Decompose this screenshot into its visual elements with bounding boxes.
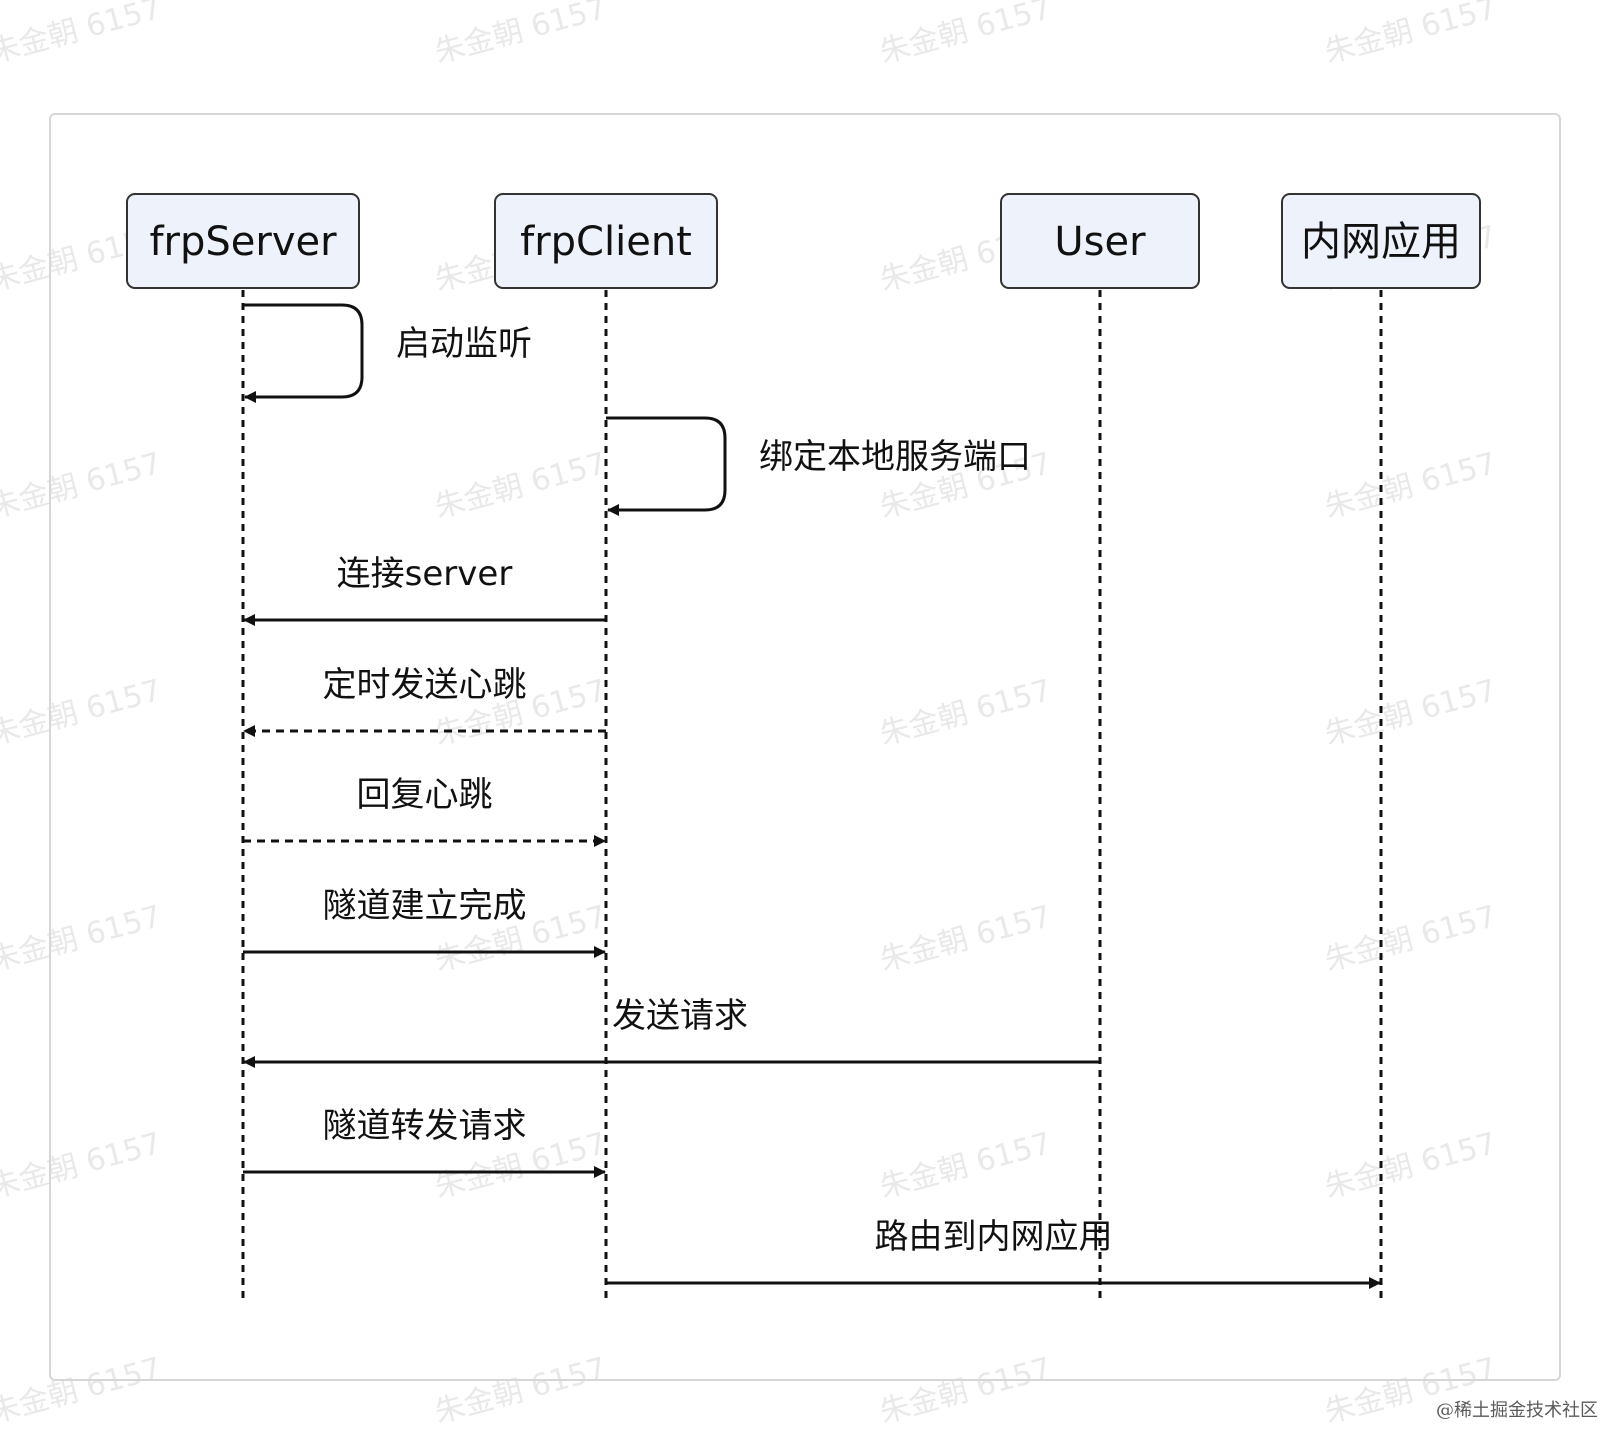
- message-7: 发送请求: [243, 996, 1100, 1068]
- message-9: 路由到内网应用: [606, 1217, 1381, 1289]
- footer-watermark: @稀土掘金技术社区: [1436, 1400, 1598, 1421]
- participant-layer: frpServer frpClient User 内网应用: [126, 193, 1481, 289]
- message-8: 隧道转发请求: [243, 1106, 606, 1178]
- diagram-frame: [49, 113, 1561, 1381]
- message-5: 回复心跳: [243, 775, 606, 847]
- message-label: 路由到内网应用: [875, 1217, 1113, 1257]
- participant-frpClient: frpClient: [494, 193, 718, 289]
- message-3: 连接server: [243, 554, 606, 626]
- self-message-arrow: [606, 416, 727, 516]
- message-label: 定时发送心跳: [323, 665, 527, 705]
- participant-label: User: [1054, 219, 1146, 265]
- message-1: 启动监听: [243, 303, 532, 403]
- participant-box: [494, 193, 718, 289]
- participant-frpServer: frpServer: [126, 193, 360, 289]
- self-message-arrow: [243, 303, 364, 403]
- participant-label: frpClient: [520, 219, 692, 265]
- message-label: 发送请求: [612, 996, 748, 1036]
- message-label: 启动监听: [396, 324, 532, 364]
- participant-box: [1000, 193, 1200, 289]
- participant-box: [1281, 193, 1481, 289]
- participant-box: [126, 193, 360, 289]
- message-label: 隧道转发请求: [323, 1106, 527, 1146]
- watermark-text: 朱金朝 6157: [0, 0, 165, 70]
- participant-intranetApp: 内网应用: [1281, 193, 1481, 289]
- watermark-text: 朱金朝 6157: [876, 0, 1055, 70]
- message-label: 连接server: [337, 554, 513, 594]
- watermark-text: 朱金朝 6157: [431, 0, 610, 70]
- message-2: 绑定本地服务端口: [606, 416, 1031, 516]
- message-6: 隧道建立完成: [243, 886, 606, 958]
- message-label: 绑定本地服务端口: [759, 437, 1031, 477]
- participant-label: frpServer: [149, 219, 337, 265]
- watermark-text: 朱金朝 6157: [1321, 0, 1500, 70]
- message-label: 隧道建立完成: [323, 886, 527, 926]
- message-label: 回复心跳: [357, 775, 493, 815]
- message-4: 定时发送心跳: [243, 665, 606, 737]
- participant-label: 内网应用: [1301, 219, 1461, 265]
- participant-User: User: [1000, 193, 1200, 289]
